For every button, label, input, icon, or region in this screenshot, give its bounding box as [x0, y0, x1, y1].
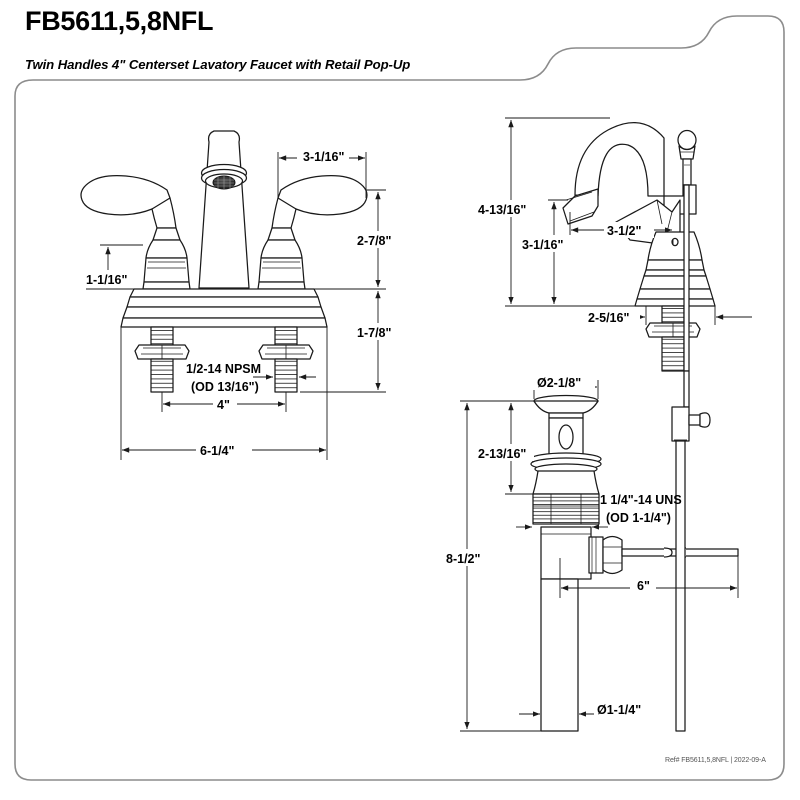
spout-front: [198, 130, 250, 289]
label-popup-thread-1: 1 1/4"-14 UNS: [600, 493, 682, 507]
sheet-border: [14, 15, 785, 781]
tailpiece: [540, 578, 579, 732]
reference-number: Ref# FB5611,5,8NFL | 2022-09-A: [665, 757, 766, 764]
page-title: FB5611,5,8NFL: [25, 6, 214, 36]
label-flange-diameter: Ø2-1/8": [537, 376, 581, 390]
front-view-dimension-labels: 3-1/16" 2-7/8" 1-1/16" 1-7/8" 1/2-14 NPS…: [84, 148, 402, 458]
mounting-shank-left: [134, 326, 190, 393]
side-view-dimension-labels: 4-13/16" 3-1/16" 3-1/2" 2-5/16": [476, 200, 654, 326]
gooseneck: [574, 122, 665, 197]
label-spout-reach: 3-1/2": [607, 224, 641, 238]
escutcheon-front: [120, 288, 328, 328]
pivot-nut: [588, 535, 623, 575]
label-handle-height: 2-7/8": [357, 234, 391, 248]
label-pivot-rod-length: 6": [637, 579, 650, 593]
drain-stopper: [533, 394, 599, 459]
label-thread-spec-front-1: 1/2-14 NPSM: [186, 362, 261, 376]
drain-seal-washers: [530, 452, 602, 475]
handle-right: [257, 175, 368, 290]
label-overall-drain-height: 8-1/2": [446, 552, 480, 566]
label-body-depth: 2-5/16": [588, 311, 629, 325]
dim-shank-length: [300, 291, 386, 393]
label-spout-height: 3-1/16": [522, 238, 563, 252]
page-subtitle: Twin Handles 4" Centerset Lavatory Fauce…: [25, 57, 411, 72]
clevis-strap: [671, 406, 711, 732]
mounting-shank-right: [258, 326, 314, 393]
lift-rod-assembly-top: [677, 129, 697, 186]
label-overall-height: 4-13/16": [478, 203, 526, 217]
front-view-faucet: [80, 130, 368, 393]
label-deck-to-handle: 1-1/16": [86, 273, 127, 287]
label-center-to-center: 4": [217, 398, 230, 412]
popup-dimension-labels: Ø2-1/8" 2-13/16" 8-1/2" 1 1/4"-14 UNS (O…: [444, 374, 682, 717]
front-view-dimensions: [86, 152, 386, 460]
dim-spout-height: [548, 199, 568, 307]
label-tailpiece-diameter: Ø1-1/4": [597, 703, 641, 717]
lift-rod-lower: [683, 184, 690, 408]
label-handle-width: 3-1/16": [303, 150, 344, 164]
label-shank-length: 1-7/8": [357, 326, 391, 340]
label-overall-width: 6-1/4": [200, 444, 234, 458]
handle-left: [80, 175, 191, 290]
label-stopper-height: 2-13/16": [478, 447, 526, 461]
side-view-faucet: [562, 122, 716, 408]
label-popup-thread-2: (OD 1-1/4"): [606, 511, 671, 525]
popup-drain-assembly: [530, 394, 739, 732]
label-thread-spec-front-2: (OD 13/16"): [191, 380, 259, 394]
